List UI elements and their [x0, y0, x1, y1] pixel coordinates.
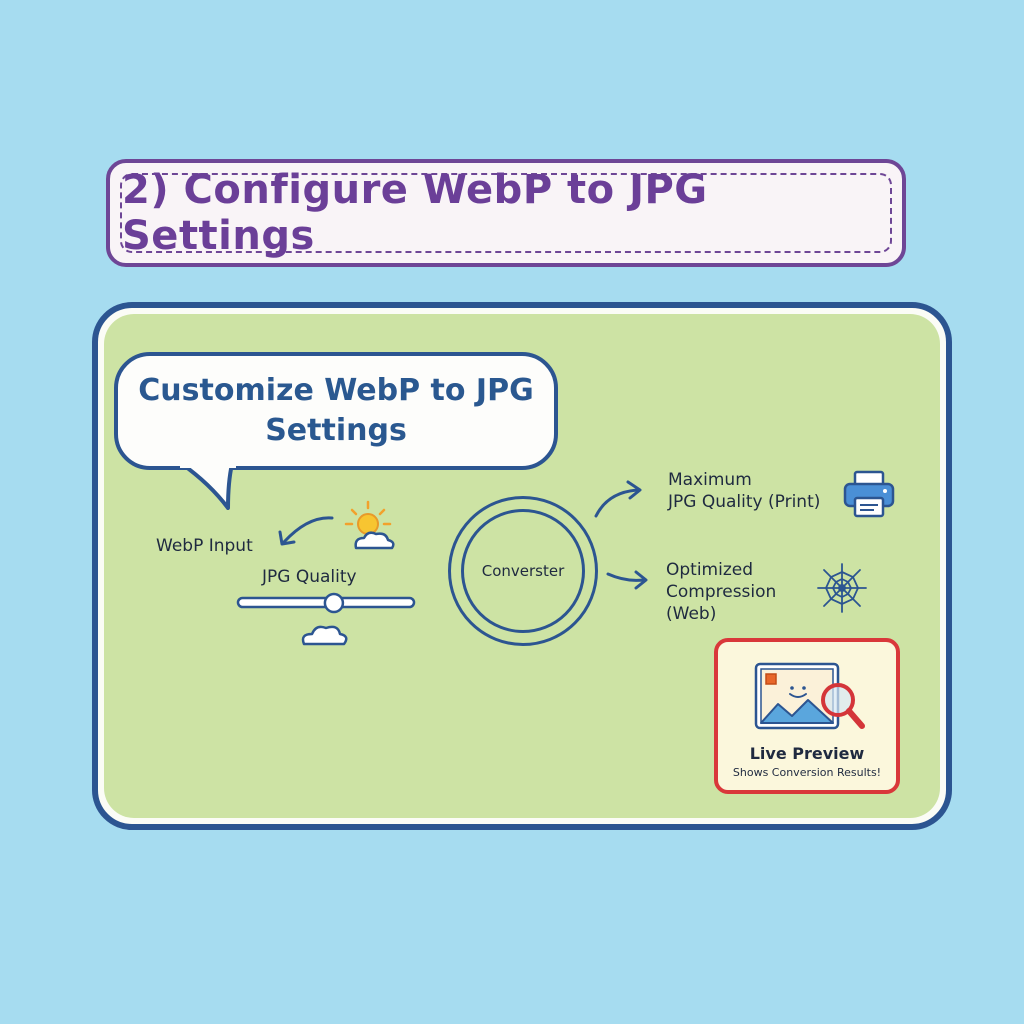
step-banner: 2) Configure WebP to JPG Settings [106, 159, 906, 267]
speech-bubble-text: Customize WebP to JPG Settings [138, 371, 534, 451]
print-output-line-2: JPG Quality (Print) [668, 492, 821, 512]
web-output-arrow-icon [606, 570, 648, 590]
web-output-label: Optimized Compression (Web) [666, 559, 776, 625]
printer-icon [843, 470, 895, 518]
print-output-line-1: Maximum [668, 470, 752, 490]
speech-bubble: Customize WebP to JPG Settings [114, 352, 558, 470]
speech-bubble-tail [180, 462, 236, 510]
step-banner-dashed-frame: 2) Configure WebP to JPG Settings [120, 167, 892, 259]
step-title: 2) Configure WebP to JPG Settings [122, 167, 708, 259]
jpg-quality-label: JPG Quality [262, 567, 357, 587]
jpg-quality-slider[interactable] [234, 588, 418, 618]
web-output-line-2: Compression [666, 582, 777, 602]
live-preview-title: Live Preview [749, 744, 865, 763]
webp-input-label: WebP Input [156, 536, 253, 556]
sun-cloud-icon [344, 500, 395, 550]
live-preview-card[interactable]: Live Preview Shows Conversion Results! [714, 638, 900, 794]
converter-circle: Converster [448, 496, 598, 646]
slider-thumb[interactable] [323, 592, 345, 614]
speech-bubble-line-2: Settings [265, 413, 407, 448]
web-output-line-3: (Web) [666, 604, 717, 624]
live-preview-subtitle: Shows Conversion Results! [732, 766, 882, 779]
print-output-label: Maximum JPG Quality (Print) [668, 469, 820, 513]
input-arrow-icon [278, 516, 334, 546]
print-output-arrow-icon [594, 480, 642, 518]
converter-inner-ring: Converster [461, 509, 585, 633]
spider-web-icon [817, 563, 867, 613]
magnifier-icon [821, 683, 865, 729]
converter-label: Converster [481, 562, 565, 580]
web-output-line-1: Optimized [666, 560, 754, 580]
speech-bubble-line-1: Customize WebP to JPG [138, 373, 534, 408]
preview-image-icon [754, 662, 865, 730]
cloud-icon [301, 625, 348, 646]
